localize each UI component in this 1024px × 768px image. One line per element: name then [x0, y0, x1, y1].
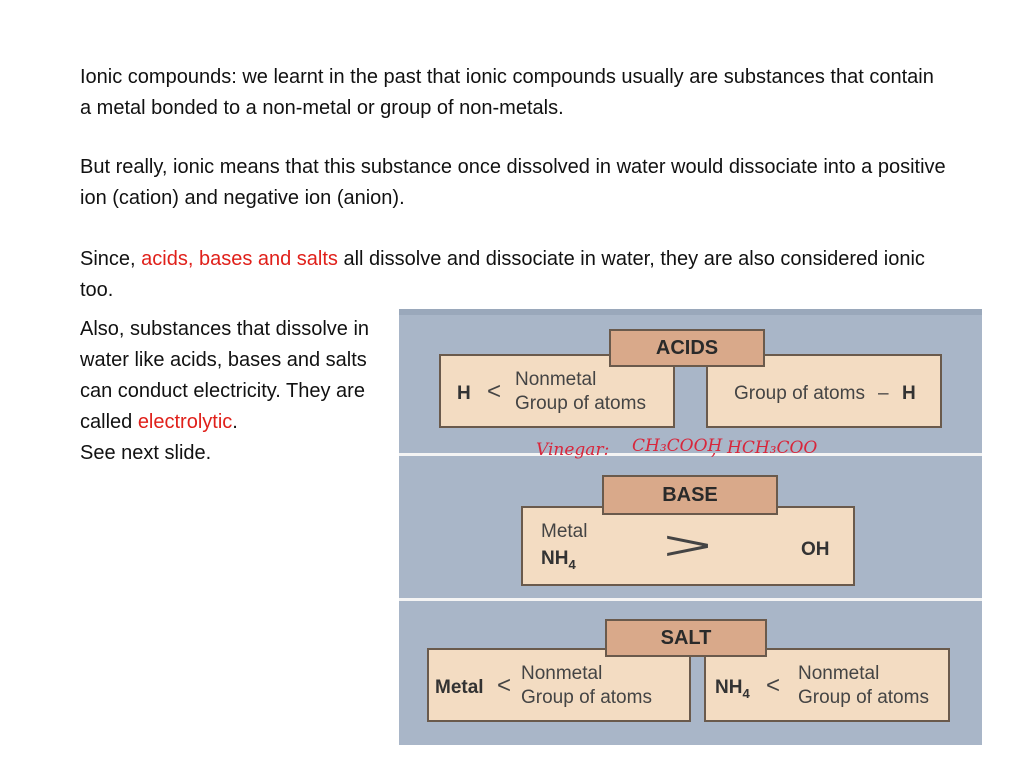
salt-nh4-label: NH4 — [715, 677, 750, 705]
paragraph-ionic-definition: Ionic compounds: we learnt in the past t… — [80, 62, 940, 124]
paragraph-ionic-meaning: But really, ionic means that this substa… — [80, 152, 960, 214]
paragraph-acids-bases-salts-lead: Since, — [80, 248, 142, 270]
acids-less-than: < — [487, 378, 502, 405]
acids-dash: – — [878, 383, 889, 404]
base-nh-text: NH — [541, 548, 569, 569]
base-oh-label: OH — [801, 539, 830, 560]
acids-header: ACIDS — [609, 329, 765, 367]
paragraph-electrolytic-lead: Also, substances that dissolve in water … — [80, 318, 370, 433]
base-greater-than: > — [663, 524, 713, 568]
base-metal-label: Metal — [541, 521, 587, 543]
acids-bases-salts-diagram: H < Nonmetal Group of atoms Group of ato… — [399, 309, 982, 745]
salt-right-group-label: Group of atoms — [798, 687, 929, 708]
base-nh4-subscript: 4 — [568, 556, 576, 572]
acids-group-of-atoms-label: Group of atoms — [515, 393, 646, 414]
diagram-band-divider-2 — [399, 598, 982, 601]
paragraph-electrolytic-period: . — [232, 411, 238, 433]
handwritten-formula-1: CH₃COOH — [632, 436, 723, 456]
highlight-electrolytic: electrolytic — [137, 411, 233, 433]
acids-nonmetal-label: Nonmetal — [515, 369, 597, 390]
salt-left-less-than: < — [497, 672, 512, 699]
paragraph-electrolytic: Also, substances that dissolve in water … — [80, 314, 392, 469]
base-metal-text: Metal — [541, 521, 588, 542]
paragraph-acids-bases-salts-tail: all dissolve and dissociate in water, th… — [80, 248, 925, 301]
salt-nh-text: NH — [715, 677, 743, 698]
base-nh4-label: NH4 — [541, 548, 576, 576]
salt-right-nonmetal-label: Nonmetal — [798, 663, 880, 684]
paragraph-acids-bases-salts: Since, acids, bases and salts all dissol… — [80, 244, 940, 306]
diagram-top-edge — [399, 309, 982, 315]
base-box: Metal NH4 > OH — [521, 506, 855, 586]
handwritten-separator: , — [711, 440, 717, 460]
handwritten-vinegar-label: Vinegar: — [536, 440, 610, 460]
acids-h-symbol: H — [457, 383, 471, 404]
salt-left-box: Metal < Nonmetal Group of atoms — [427, 648, 691, 722]
paragraph-ionic-definition-text: Ionic compounds: we learnt in the past t… — [80, 66, 934, 119]
diagram-band-divider-1 — [399, 453, 982, 456]
salt-metal-label: Metal — [435, 677, 484, 698]
salt-left-group-label: Group of atoms — [521, 687, 652, 708]
acids-right-group-label: Group of atoms — [734, 383, 865, 404]
salt-left-nonmetal-label: Nonmetal — [521, 663, 603, 684]
base-header: BASE — [602, 475, 778, 515]
see-next-slide-text: See next slide. — [80, 442, 212, 464]
salt-nh4-subscript: 4 — [742, 685, 750, 701]
acids-right-h-symbol: H — [902, 383, 916, 404]
paragraph-ionic-meaning-text: But really, ionic means that this substa… — [80, 156, 946, 209]
salt-right-box: NH4 < Nonmetal Group of atoms — [704, 648, 950, 722]
highlight-acids-bases-salts: acids, bases and salts — [141, 248, 338, 270]
salt-header: SALT — [605, 619, 767, 657]
salt-right-less-than: < — [766, 672, 781, 699]
handwritten-formula-2: HCH₃COO — [727, 438, 818, 458]
